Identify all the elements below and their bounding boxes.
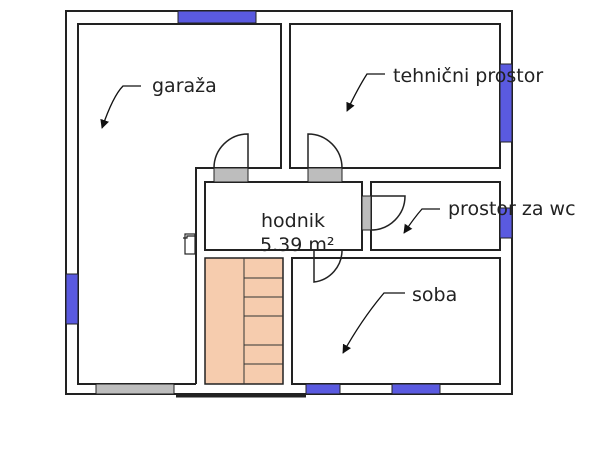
- door-tech-hall-opening: [307, 167, 343, 183]
- door-wc-opening: [361, 195, 372, 231]
- wall-jog-box: [184, 233, 196, 255]
- wc-arrow: [403, 208, 440, 234]
- garage-arrow: [100, 85, 141, 129]
- hallway-label: hodnik: [261, 210, 325, 232]
- wc-label: prostor za wc: [448, 198, 576, 220]
- room-label: soba: [412, 284, 457, 306]
- outer-wall: [65, 10, 513, 395]
- stair-steps: [243, 258, 283, 384]
- technical-room-label: tehnični prostor: [393, 65, 543, 87]
- door-swing-tech: [307, 133, 343, 169]
- window-top: [177, 10, 257, 24]
- garage-wall: [77, 23, 282, 385]
- window-left-garage: [65, 273, 79, 325]
- garage-label: garaža: [152, 75, 217, 97]
- door-swing-wc: [370, 195, 406, 231]
- technical-room-wall: [289, 23, 501, 169]
- window-right-wc: [499, 207, 513, 239]
- window-bottom-1: [305, 383, 341, 395]
- hallway-area-label: 5.39 m²: [260, 234, 334, 256]
- window-bottom-2: [391, 383, 441, 395]
- room-arrow: [342, 292, 405, 354]
- door-garage-hall-opening: [213, 167, 249, 183]
- technical-arrow: [346, 73, 385, 112]
- window-right-tech: [499, 63, 513, 143]
- door-swing-room: [313, 249, 343, 283]
- room-wall: [291, 257, 501, 385]
- door-swing-garage: [213, 133, 249, 169]
- garage-door-opening: [95, 383, 175, 395]
